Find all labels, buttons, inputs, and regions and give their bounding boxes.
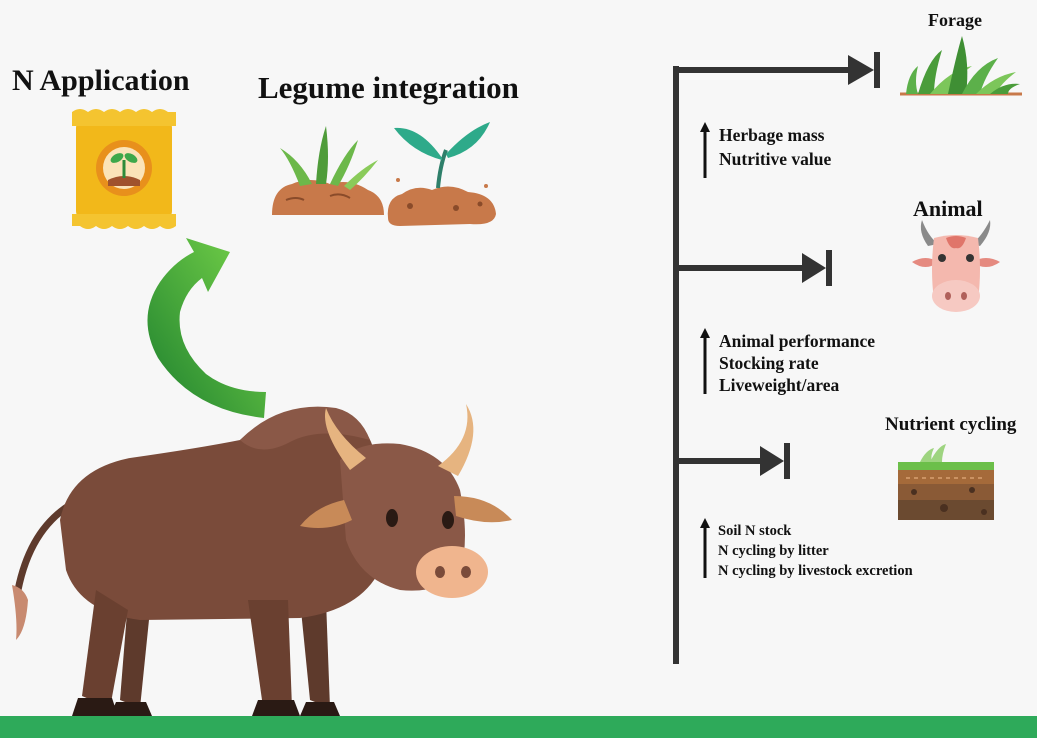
branch-arrow-nutrient <box>760 443 790 479</box>
branch-arrow-forage <box>848 52 880 88</box>
up-arrow-forage <box>700 122 710 178</box>
effect-item: N cycling by livestock excretion <box>718 561 913 581</box>
effect-item: Stocking rate <box>719 352 875 374</box>
fertilizer-bag-icon <box>72 109 176 229</box>
effect-item: Nutritive value <box>719 147 831 171</box>
effect-item: Liveweight/area <box>719 374 875 396</box>
nutrient-cycling-effects: Soil N stock N cycling by litter N cycli… <box>718 521 913 581</box>
animal-label: Animal <box>913 196 983 222</box>
effect-item: Herbage mass <box>719 123 831 147</box>
effect-item: N cycling by litter <box>718 541 913 561</box>
effect-item: Soil N stock <box>718 521 913 541</box>
grass-icon <box>900 36 1022 94</box>
cycle-arrow <box>147 238 266 418</box>
ground-strip <box>0 716 1037 738</box>
legume-plants-icon <box>272 122 496 226</box>
cow-face-icon <box>912 220 1000 312</box>
legume-integration-title: Legume integration <box>258 70 519 106</box>
n-application-title: N Application <box>12 64 190 98</box>
soil-profile-icon <box>898 444 994 520</box>
effect-item: Animal performance <box>719 330 875 352</box>
branch-arrow-animal <box>802 250 832 286</box>
up-arrow-nutrient <box>700 518 710 578</box>
forage-effects: Herbage mass Nutritive value <box>719 123 831 171</box>
forage-label: Forage <box>928 10 982 31</box>
up-arrow-animal <box>700 328 710 394</box>
nutrient-cycling-label: Nutrient cycling <box>885 414 1016 436</box>
bull-illustration <box>12 404 512 716</box>
animal-effects: Animal performance Stocking rate Livewei… <box>719 330 875 396</box>
